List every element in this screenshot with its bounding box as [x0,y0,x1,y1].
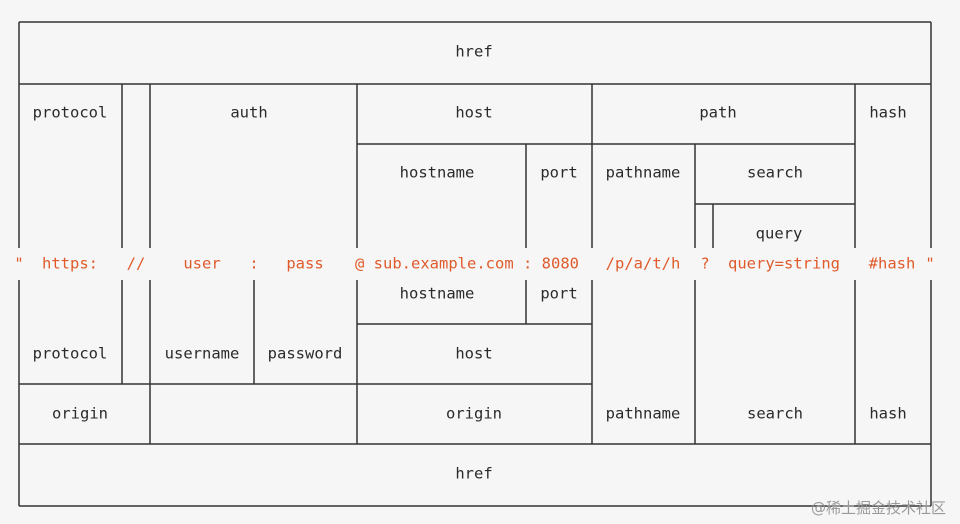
url-pathname: /p/a/t/h [605,254,681,273]
watermark: @稀土掘金技术社区 [810,499,946,517]
username-label: username [164,344,240,363]
url-pass: pass [286,254,324,273]
url-protocol: https: [42,254,98,273]
host-label-lower: host [455,344,493,363]
url-close-quote: " [925,254,935,273]
search-label: search [747,163,803,182]
url-host: @ sub.example.com : 8080 [355,254,579,273]
search-label-lower: search [747,404,803,423]
path-label: path [699,103,737,122]
href-label-bottom: href [455,464,493,483]
hostname-label-lower: hostname [399,284,475,303]
pathname-label: pathname [605,163,681,182]
url-open-quote: " [14,254,24,273]
url-slashes: // [126,254,146,273]
protocol-label: protocol [32,103,108,122]
port-label-lower: port [540,284,578,303]
query-label: query [755,224,803,243]
auth-label: auth [230,103,268,122]
protocol-label-lower: protocol [32,344,108,363]
url-query: query=string [728,254,840,273]
hash-label: hash [869,103,907,122]
url-question: ? [700,254,710,273]
url-colon: : [249,254,259,273]
pathname-label-lower: pathname [605,404,681,423]
hash-label-lower: hash [869,404,907,423]
url-hash: #hash [868,254,916,273]
origin-label-left: origin [52,404,108,423]
origin-label-right: origin [446,404,502,423]
password-label: password [267,344,343,363]
url-user: user [183,254,221,273]
href-label-top: href [455,42,493,61]
hostname-label: hostname [399,163,475,182]
port-label: port [540,163,578,182]
host-label: host [455,103,493,122]
